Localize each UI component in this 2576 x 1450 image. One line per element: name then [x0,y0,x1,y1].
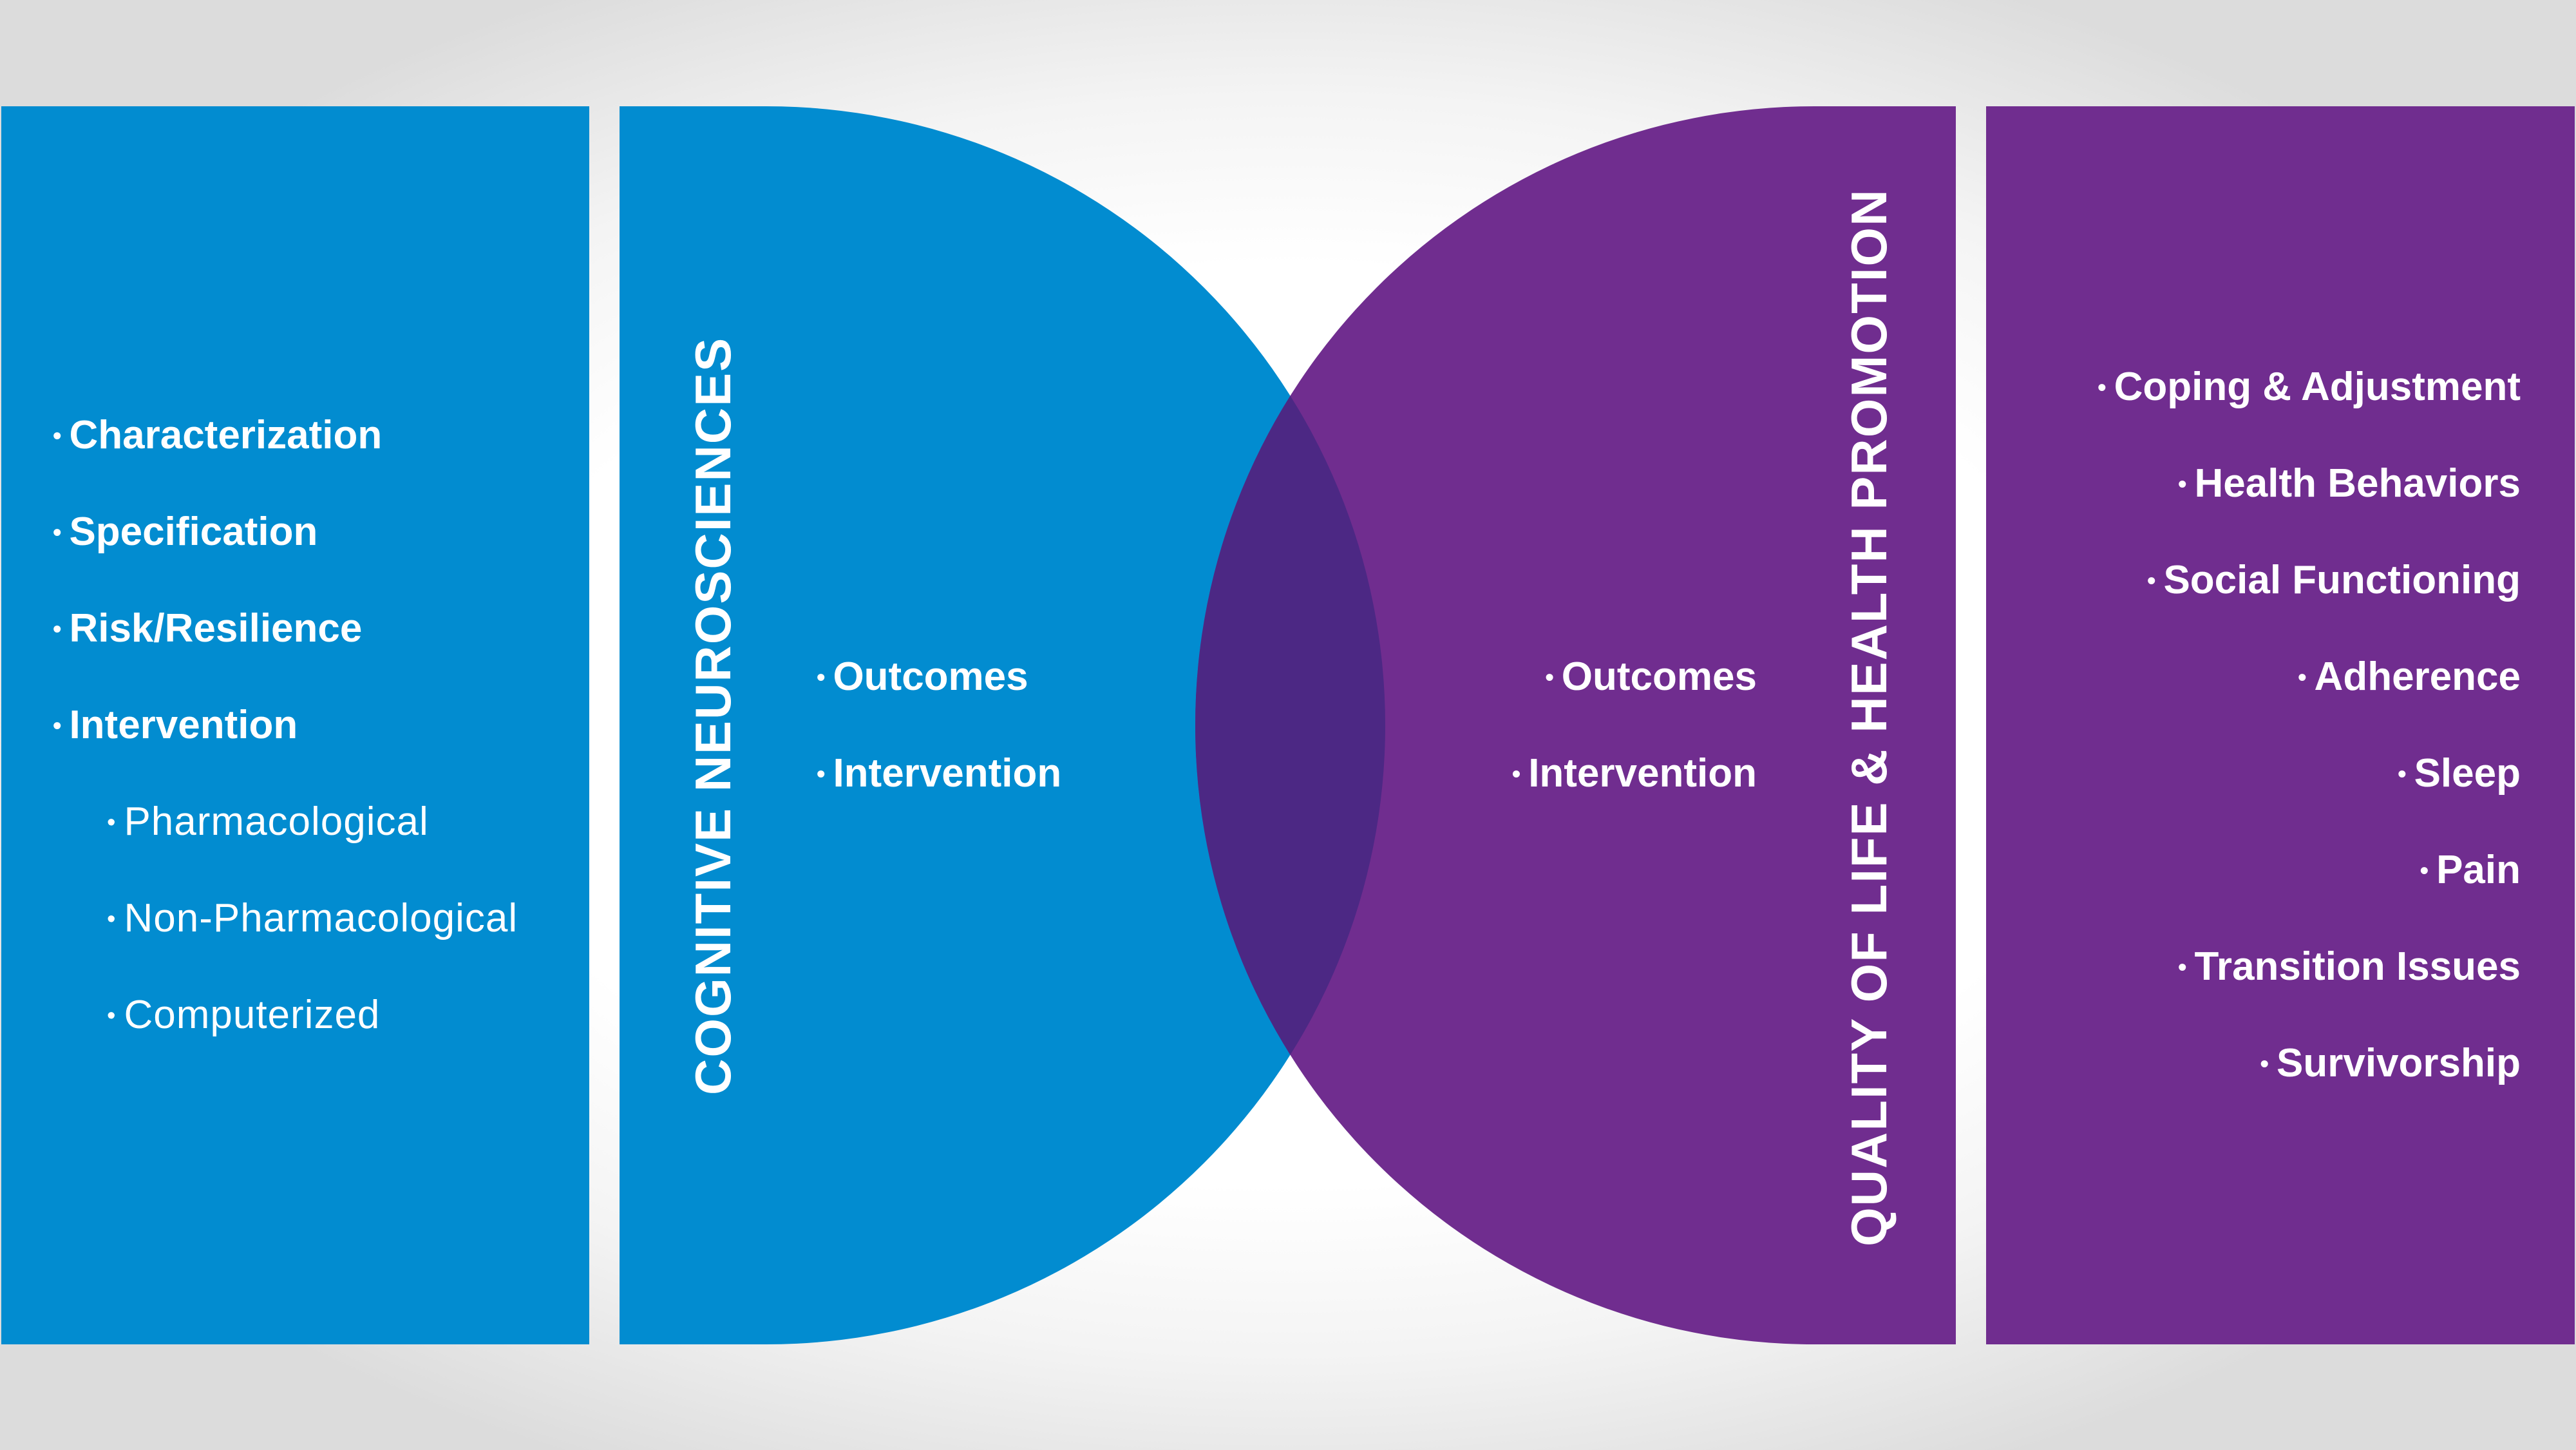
list-item: Characterization [53,415,382,461]
list-item: Specification [53,512,317,557]
list-item: Adherence [2298,657,2521,702]
quality-of-life-shape [1195,106,1956,1344]
list-item: Intervention [53,705,298,750]
sub-list-item: Pharmacological [107,802,429,847]
list-item: Social Functioning [2147,560,2521,606]
list-item: Pain [2420,850,2521,895]
list-item: Health Behaviors [2178,464,2521,509]
quality-of-life-title: QUALITY OF LIFE & HEALTH PROMOTION [1841,188,1897,1246]
right-circle-item-intervention: Intervention [1512,754,1757,799]
left-circle-item-outcomes: Outcomes [817,657,1028,702]
left-circle-item-intervention: Intervention [817,754,1061,799]
sub-list-item: Non-Pharmacological [107,899,518,944]
sub-list-item: Computerized [107,995,380,1040]
list-item: Coping & Adjustment [2098,367,2521,412]
list-item: Survivorship [2260,1044,2521,1089]
list-item: Risk/Resilience [53,609,362,654]
cognitive-neurosciences-title: COGNITIVE NEUROSCIENCES [685,336,741,1095]
list-item: Sleep [2398,754,2521,799]
right-circle-item-outcomes: Outcomes [1545,657,1757,702]
right-panel [1986,106,2575,1344]
list-item: Transition Issues [2178,947,2521,992]
cognitive-neurosciences-shape [620,106,1385,1344]
